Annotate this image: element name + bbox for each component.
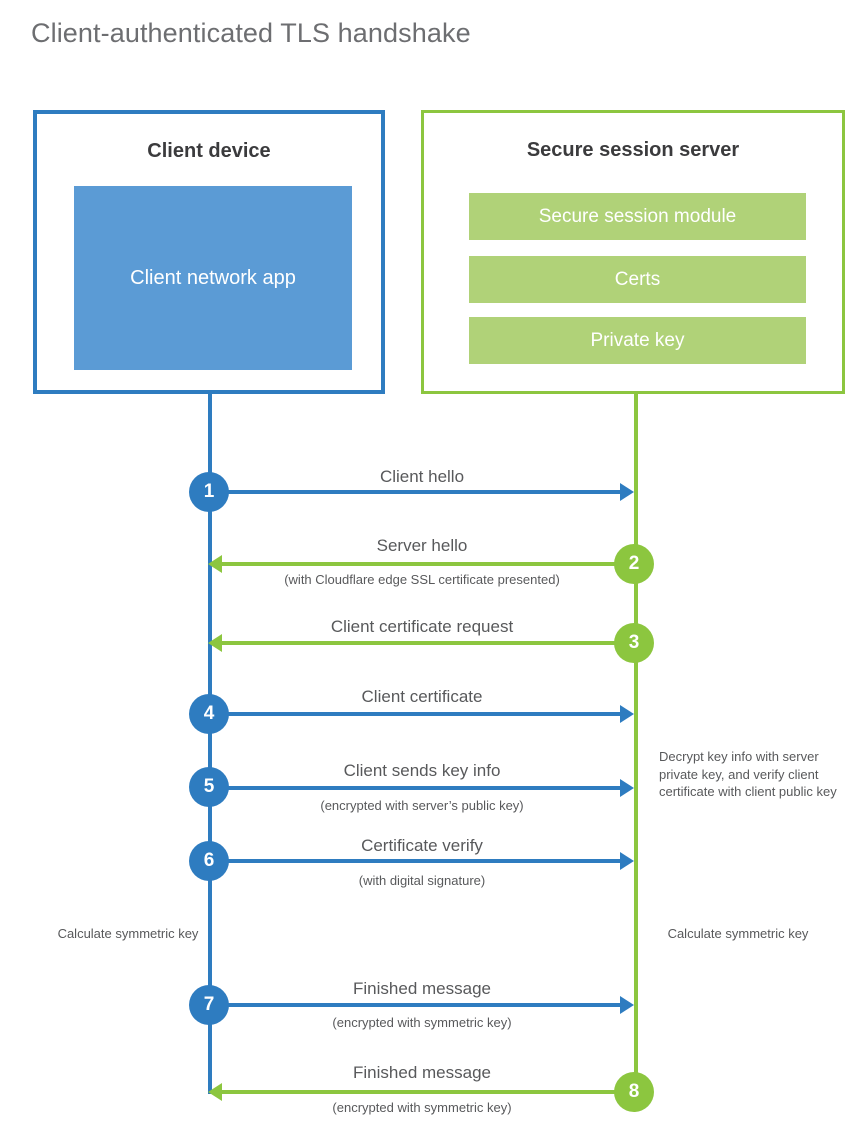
step-8-arrow-line [222,1090,634,1094]
client-device-title: Client device [147,140,271,162]
step-5-circle[interactable]: 5 [189,767,229,807]
step-6-circle[interactable]: 6 [189,841,229,881]
step-5-label: Client sends key info [343,761,501,780]
step-4-circle[interactable]: 4 [189,694,229,734]
step-5-arrow-line [210,786,622,790]
step-2-arrow-head [208,555,222,573]
step-7-label: Finished message [353,979,491,998]
server-component-private-key: Private key [469,317,806,364]
step-2-sublabel: (with Cloudflare edge SSL certificate pr… [284,572,560,587]
client-calculate-note: Calculate symmetric key [57,926,199,941]
step-1-label: Client hello [379,467,465,486]
step-4-label: Client certificate [361,687,483,706]
client-device-box: Client device Client network app [33,110,385,394]
client-network-app-block: Client network app [74,186,352,370]
step-3-label: Client certificate request [330,617,514,636]
step-4-arrow-head [620,705,634,723]
step-7-arrow-line [210,1003,622,1007]
client-lifeline [208,394,212,1094]
step-2-arrow-line [222,562,634,566]
step-1-arrow-line [210,490,622,494]
step-4-arrow-line [210,712,622,716]
step-8-arrow-head [208,1083,222,1101]
step-8-sublabel: (encrypted with symmetric key) [332,1100,512,1115]
step-1-arrow-head [620,483,634,501]
step-7-arrow-head [620,996,634,1014]
step-7-circle[interactable]: 7 [189,985,229,1025]
step-5-sublabel: (encrypted with server’s public key) [320,798,524,813]
step-3-arrow-line [222,641,634,645]
server-calculate-note: Calculate symmetric key [667,926,809,941]
step-6-arrow-line [210,859,622,863]
step-3-arrow-head [208,634,222,652]
step-3-circle[interactable]: 3 [614,623,654,663]
server-component-certs: Certs [469,256,806,303]
step-6-arrow-head [620,852,634,870]
server-decrypt-note: Decrypt key info with server private key… [659,749,837,800]
step-8-label: Finished message [353,1063,491,1082]
step-8-circle[interactable]: 8 [614,1072,654,1112]
secure-session-server-title: Secure session server [526,139,740,161]
step-6-label: Certificate verify [361,836,483,855]
page-title: Client-authenticated TLS handshake [31,18,471,48]
step-2-circle[interactable]: 2 [614,544,654,584]
step-7-sublabel: (encrypted with symmetric key) [332,1015,512,1030]
step-1-circle[interactable]: 1 [189,472,229,512]
step-5-arrow-head [620,779,634,797]
server-component-secure-session-module: Secure session module [469,193,806,240]
server-lifeline [634,394,638,1094]
secure-session-server-box: Secure session server Secure session mod… [421,110,845,394]
step-6-sublabel: (with digital signature) [358,873,486,888]
step-2-label: Server hello [376,536,468,555]
